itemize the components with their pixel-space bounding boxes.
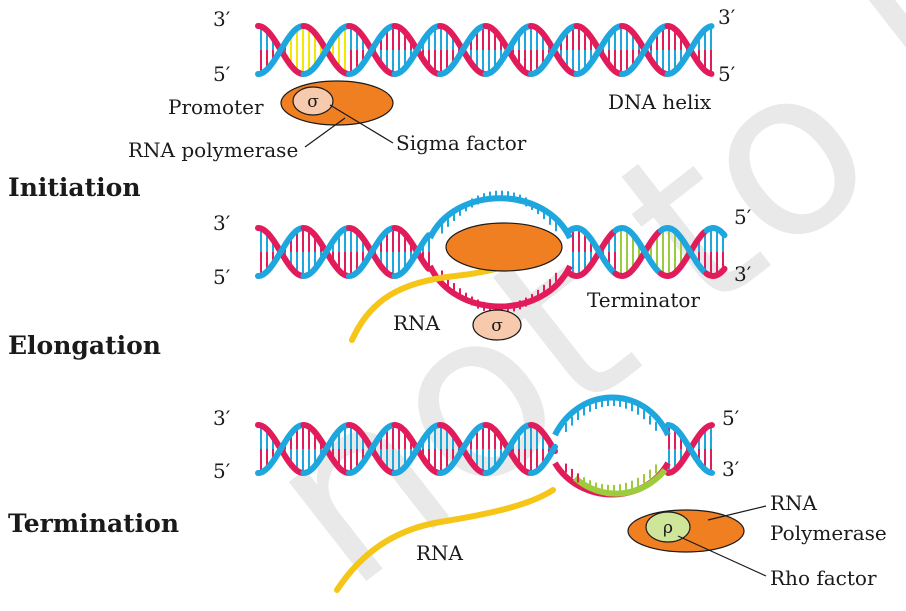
sigma-factor-label: Sigma factor xyxy=(396,131,527,155)
panel3-dna-strands xyxy=(255,422,715,476)
rna-transcript-released xyxy=(334,487,556,593)
dna-strand-blue xyxy=(528,443,558,476)
dna-strand-blue xyxy=(612,224,663,276)
rna-polymerase-label-line1: RNA xyxy=(770,491,818,515)
p1-left-top-label: 3′ xyxy=(213,7,231,31)
p3-right-top-label: 5′ xyxy=(722,406,740,430)
dna-strand-blue xyxy=(391,422,442,476)
p2-left-bottom-label: 5′ xyxy=(213,265,231,289)
bubble-bottom-strand xyxy=(427,264,573,310)
bubble-top-strand xyxy=(427,195,573,240)
p1-left-bottom-label: 5′ xyxy=(213,62,231,86)
dna-strand-blue xyxy=(567,224,617,276)
dna-strand-blue xyxy=(346,225,396,279)
released-sigma-symbol: σ xyxy=(491,316,503,336)
rna-polymerase-elongation xyxy=(445,222,563,272)
dna-strand-blue xyxy=(664,23,715,77)
panel1-dna-strands xyxy=(255,23,715,77)
dna-strand-red xyxy=(658,228,708,280)
p3-left-bottom-label: 5′ xyxy=(213,459,231,483)
dna-strand-blue xyxy=(391,23,442,77)
dna-strand-blue xyxy=(573,23,624,77)
bubble-top-strand xyxy=(552,394,671,437)
sigma-factor-shape xyxy=(292,86,334,116)
stage-title-elongation: Elongation xyxy=(8,331,161,360)
p3-left-top-label: 3′ xyxy=(213,406,231,430)
dna-strand-blue xyxy=(482,23,533,77)
p2-right-top-label: 5′ xyxy=(734,205,752,229)
dna-strand-blue xyxy=(437,422,487,476)
dna-strand-blue xyxy=(255,225,305,279)
promoter-label: Promoter xyxy=(168,95,264,119)
p1-right-bottom-label: 5′ xyxy=(718,62,736,86)
sigma-symbol: σ xyxy=(307,92,319,112)
dna-strand-red xyxy=(567,228,617,280)
dna-strand-blue xyxy=(300,225,351,279)
panel2-dna-strands xyxy=(255,224,728,280)
released-sigma-factor xyxy=(472,309,522,341)
dna-strand-blue xyxy=(255,422,305,476)
rna-label-elongation: RNA xyxy=(393,311,441,335)
dna-strand-blue xyxy=(391,232,432,279)
p2-right-bottom-label: 3′ xyxy=(734,262,752,286)
rho-symbol: ρ xyxy=(663,518,673,538)
dna-strand-blue xyxy=(703,224,728,239)
dna-strand-blue xyxy=(665,422,715,476)
panel-termination: ρ 3′ 5′ 5′ 3′ RNA RNA Polymerase Rho fac… xyxy=(213,394,887,593)
dna-helix-label: DNA helix xyxy=(608,90,712,114)
dna-strand-blue xyxy=(619,23,669,77)
stage-title-initiation: Initiation xyxy=(8,173,141,202)
rna-polymerase-leader-termination xyxy=(707,505,767,521)
rna-polymerase-label-line2: Polymerase xyxy=(770,521,887,545)
dna-strand-red xyxy=(391,225,432,272)
rho-factor-leader xyxy=(677,535,767,577)
sigma-factor-leader xyxy=(329,104,394,144)
dna-strand-blue xyxy=(437,23,487,77)
reclosing-bubble xyxy=(552,394,671,498)
rho-factor-label: Rho factor xyxy=(770,566,877,590)
rna-polymerase-leader xyxy=(304,117,346,148)
p2-left-top-label: 3′ xyxy=(213,211,231,235)
dna-strand-blue xyxy=(346,422,396,476)
dna-strand-blue xyxy=(658,224,708,276)
dna-strand-blue xyxy=(300,23,351,77)
dna-strand-blue xyxy=(482,422,533,476)
panel-elongation: σ 3′ 5′ 5′ 3′ RNA Terminator xyxy=(213,190,752,343)
dna-strand-red xyxy=(703,265,728,280)
dna-strand-blue xyxy=(300,422,351,476)
terminator-label: Terminator xyxy=(587,288,700,312)
dna-strand-blue xyxy=(255,23,305,77)
rna-polymerase-label: RNA polymerase xyxy=(128,138,298,162)
rna-label-termination: RNA xyxy=(416,541,464,565)
panel-initiation: σ 3′ 5′ 3′ 5′ Promoter RNA polymerase Si… xyxy=(128,5,736,162)
dna-strand-red xyxy=(528,422,558,455)
p1-right-top-label: 3′ xyxy=(718,5,736,29)
p3-right-bottom-label: 3′ xyxy=(722,457,740,481)
dna-strand-blue xyxy=(528,23,578,77)
dna-strand-red xyxy=(612,228,663,280)
stage-title-termination: Termination xyxy=(8,509,179,538)
dna-strand-blue xyxy=(346,23,396,77)
rho-factor-shape xyxy=(645,511,691,543)
